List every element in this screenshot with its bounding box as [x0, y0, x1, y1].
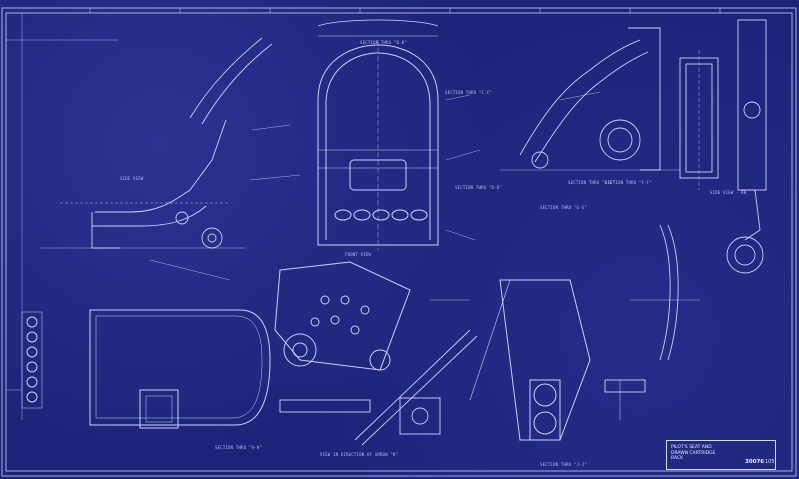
title-block: PILOT'S SEAT AND DRAWN CARTRIDGE RACK 30… [666, 440, 776, 470]
title-line: DRAWN CARTRIDGE [671, 450, 716, 456]
seat-frame-side-view [40, 37, 273, 249]
curved-strap [604, 224, 679, 420]
tube-assembly [469, 279, 591, 441]
title-line: PILOT'S SEAT AND [671, 445, 712, 450]
revision-lines [6, 13, 118, 420]
title-line: RACK [671, 456, 684, 461]
outer-border [1, 7, 797, 477]
cartridge-rack-side-view [500, 27, 680, 171]
vertical-rack [679, 19, 767, 274]
zone-ticks-top [89, 8, 721, 13]
slide-rail [279, 329, 478, 446]
inner-border [5, 12, 793, 472]
drawing-title: PILOT'S SEAT AND DRAWN CARTRIDGE RACK [671, 445, 741, 462]
drawing-number: 30076 [745, 459, 765, 465]
seat-bracket-plate [274, 261, 411, 371]
seat-back-front-view [317, 19, 439, 250]
leader-lines [149, 91, 700, 301]
seat-pan-plate [21, 309, 271, 429]
sheet-number: 105 [765, 459, 775, 465]
